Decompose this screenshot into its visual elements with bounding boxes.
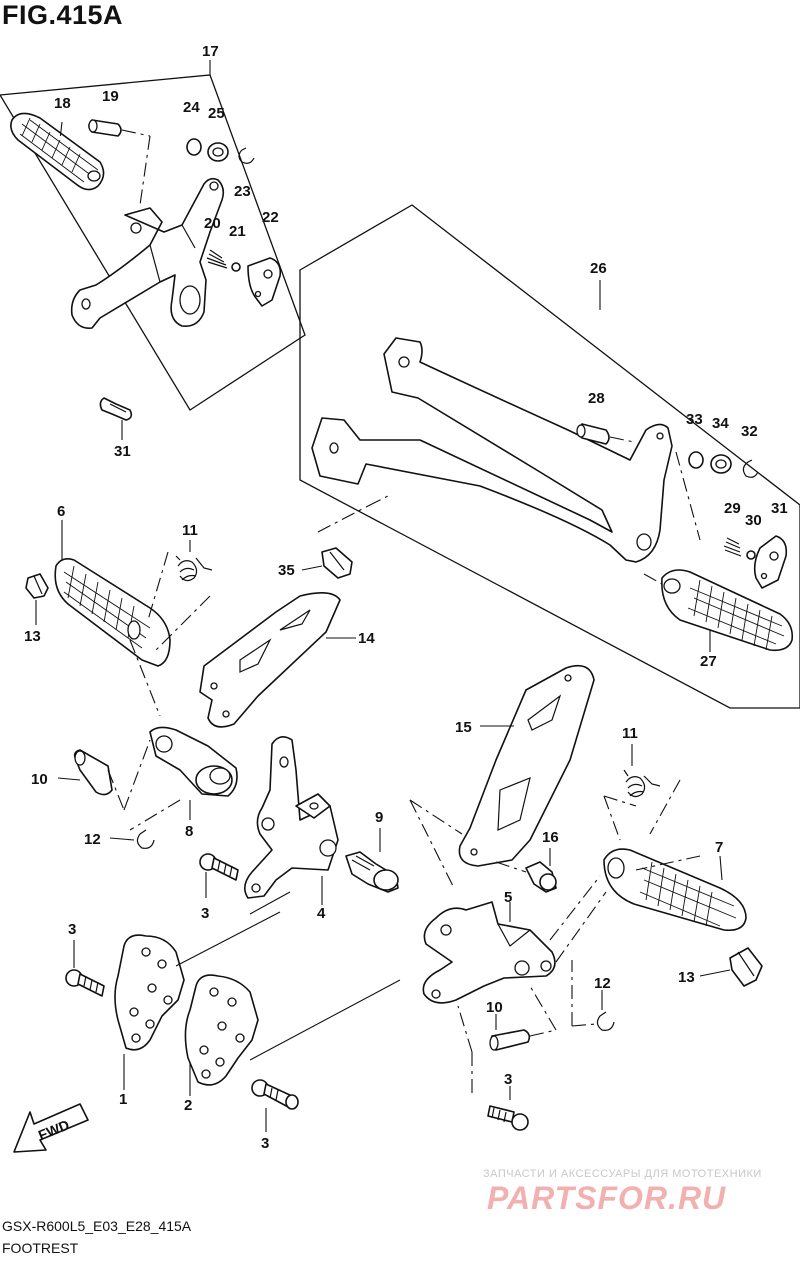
figure-code: GSX-R600L5_E03_E28_415A xyxy=(2,1218,192,1234)
callout-25: 25 xyxy=(208,105,225,122)
part-13-bolt xyxy=(729,947,763,987)
figure-name: FOOTREST xyxy=(2,1240,79,1256)
callout-24: 24 xyxy=(183,99,200,116)
part-19-pin xyxy=(88,119,122,137)
callout-10: 10 xyxy=(31,771,48,788)
callout-20: 20 xyxy=(204,215,221,232)
callout-1: 1 xyxy=(119,1091,127,1108)
part-7-footpeg xyxy=(603,848,747,932)
callout-21: 21 xyxy=(229,223,246,240)
callout-2: 2 xyxy=(184,1097,192,1114)
figure-title: FIG.415A xyxy=(2,0,124,30)
part-6-footpeg xyxy=(54,558,171,667)
part-27-footpeg xyxy=(661,569,794,652)
part-35-bolt xyxy=(321,547,353,579)
part-4-bracket xyxy=(244,736,339,899)
part-14-heel-plate xyxy=(199,592,341,728)
part-3-bolt xyxy=(251,1079,299,1110)
callout-12: 12 xyxy=(594,975,611,992)
callout-10: 10 xyxy=(486,999,503,1016)
part-3-bolt xyxy=(65,969,105,997)
callout-29: 29 xyxy=(724,500,741,517)
part-26-bracket xyxy=(311,337,673,563)
callout-11: 11 xyxy=(182,522,198,539)
callout-31: 31 xyxy=(771,500,788,517)
callout-18: 18 xyxy=(54,95,71,112)
callout-33: 33 xyxy=(686,411,703,428)
callout-34: 34 xyxy=(712,415,729,432)
callout-13: 13 xyxy=(24,628,41,645)
part-11-spring xyxy=(175,555,213,582)
part-10-pin xyxy=(73,749,113,796)
part-3-bolt xyxy=(487,1105,529,1131)
callout-14: 14 xyxy=(358,630,375,647)
callout-3: 3 xyxy=(201,905,209,922)
callout-3: 3 xyxy=(261,1135,269,1152)
part-23-clip xyxy=(238,147,255,164)
callout-30: 30 xyxy=(745,512,762,529)
callout-12: 12 xyxy=(84,831,101,848)
callout-31: 31 xyxy=(114,443,131,460)
part-28-pin xyxy=(576,423,610,445)
part-32-clip xyxy=(742,459,759,478)
callout-23: 23 xyxy=(234,183,251,200)
part-16-bolt xyxy=(525,861,557,893)
fwd-arrow-icon: FWD xyxy=(13,1103,89,1153)
part-34-washer xyxy=(710,454,732,474)
callout-16: 16 xyxy=(542,829,559,846)
callout-22: 22 xyxy=(262,209,279,226)
part-13-bolt xyxy=(25,573,49,599)
part-1-plate xyxy=(114,934,185,1051)
callout-15: 15 xyxy=(455,719,472,736)
part-10-pin xyxy=(489,1029,531,1051)
part-31-bolt xyxy=(99,397,133,421)
callout-3: 3 xyxy=(504,1071,512,1088)
watermark-logo: PARTSFOR.RU xyxy=(487,1180,727,1216)
callout-3: 3 xyxy=(68,921,76,938)
callout-32: 32 xyxy=(741,423,758,440)
callout-35: 35 xyxy=(278,562,295,579)
part-12-clip xyxy=(596,1011,615,1031)
callout-13: 13 xyxy=(678,969,695,986)
part-5-bracket xyxy=(422,901,556,1004)
part-12-clip xyxy=(136,829,155,849)
part-22-plate xyxy=(247,257,282,307)
part-31-plate xyxy=(753,535,788,589)
part-25-washer xyxy=(207,142,229,162)
part-11-spring xyxy=(623,769,661,798)
callout-7: 7 xyxy=(715,839,723,856)
part-3-bolt xyxy=(199,853,239,881)
part-18-footpeg xyxy=(10,112,105,191)
callout-27: 27 xyxy=(700,653,717,670)
part-29-spring xyxy=(723,537,742,557)
callout-26: 26 xyxy=(590,260,607,277)
watermark-tagline: ЗАПЧАСТИ И АКСЕССУАРЫ ДЛЯ МОТОТЕХНИКИ xyxy=(483,1168,762,1180)
assembly-box-26 xyxy=(299,204,800,709)
callout-labels: 17 18 19 24 25 23 20 21 22 31 26 28 33 3… xyxy=(24,43,788,1152)
callout-17: 17 xyxy=(202,43,219,60)
callout-11: 11 xyxy=(622,725,638,742)
assembly-box-17 xyxy=(0,74,306,411)
callout-5: 5 xyxy=(504,889,512,906)
callout-4: 4 xyxy=(317,905,326,922)
callout-19: 19 xyxy=(102,88,119,105)
part-30-ball xyxy=(746,550,756,560)
callout-8: 8 xyxy=(185,823,193,840)
part-24-washer xyxy=(186,138,202,156)
part-15-heel-plate xyxy=(458,664,595,867)
callout-6: 6 xyxy=(57,503,65,520)
part-21-ball xyxy=(231,262,241,272)
part-9-bolt xyxy=(345,851,399,893)
callout-28: 28 xyxy=(588,390,605,407)
part-8-pivot xyxy=(149,726,238,797)
part-17-bracket xyxy=(70,177,225,330)
callout-9: 9 xyxy=(375,809,383,826)
part-2-plate xyxy=(184,974,259,1086)
part-33-washer xyxy=(688,451,704,469)
part-20-spring xyxy=(206,249,228,269)
